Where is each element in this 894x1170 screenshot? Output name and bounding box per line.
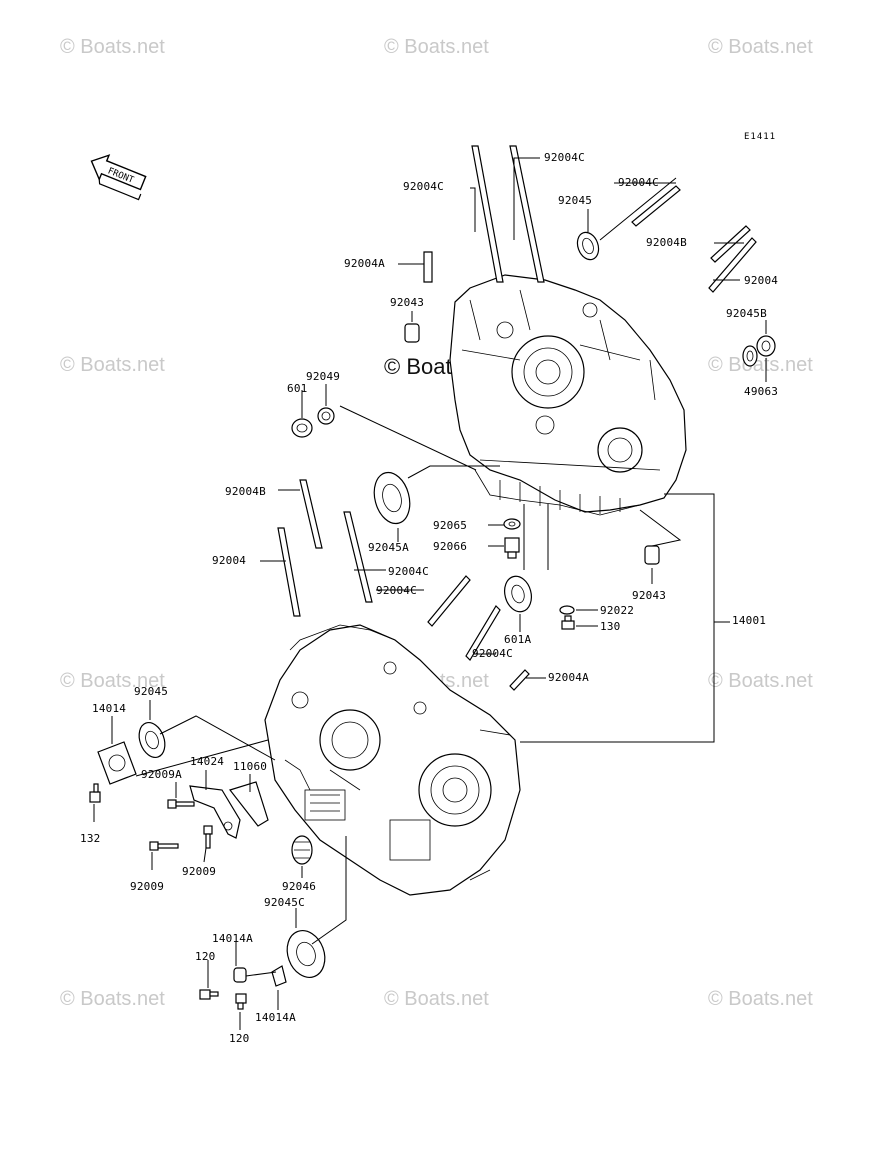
label-92004B: 92004B <box>225 485 266 498</box>
bolt-132 <box>89 783 101 803</box>
lower-crankcase-half <box>264 624 521 896</box>
watermark: © Boats.net <box>60 670 165 692</box>
bearing-92045-low <box>138 721 166 759</box>
washer-92065 <box>503 518 521 530</box>
label-92022: 92022 <box>600 604 635 617</box>
label-14024: 14024 <box>190 755 225 768</box>
dowel-92043-low <box>644 545 660 565</box>
label-11060: 11060 <box>233 760 268 773</box>
label-92046: 92046 <box>282 880 317 893</box>
label-92009: 92009 <box>182 865 217 878</box>
bearing-92045C <box>286 930 326 978</box>
label-92045C: 92045C <box>264 896 305 909</box>
label-92045A: 92045A <box>368 541 409 554</box>
plug-14014A-1 <box>233 967 247 983</box>
label-92004C: 92004C <box>376 584 417 597</box>
bearing-92045B <box>742 345 758 367</box>
watermark: © Boats.net <box>708 354 813 376</box>
bearing-92045A <box>373 471 411 525</box>
watermark: © Boats.net <box>60 36 165 58</box>
watermark: © Boats.net <box>708 988 813 1010</box>
plug-92066 <box>504 537 520 559</box>
diagram-code: E1411 <box>744 132 777 142</box>
leader-lines <box>93 157 767 1030</box>
watermark: © Boats.net <box>708 36 813 58</box>
bracket-14024 <box>189 785 241 839</box>
label-92004C: 92004C <box>618 176 659 189</box>
bolt-92009-b <box>203 825 213 849</box>
label-92004C: 92004C <box>403 180 444 193</box>
label-14014A: 14014A <box>255 1011 296 1024</box>
watermark: © Boats.net <box>708 670 813 692</box>
label-601A: 601A <box>504 633 532 646</box>
upper-crankcase-half <box>449 274 687 516</box>
bolt-120-2 <box>235 993 247 1010</box>
watermark: © Boats.net <box>60 988 165 1010</box>
seal-49063 <box>756 335 776 357</box>
label-92004: 92004 <box>212 554 247 567</box>
label-92049: 92049 <box>306 370 341 383</box>
label-130: 130 <box>600 620 621 633</box>
ring-92049 <box>317 407 335 425</box>
label-14014: 14014 <box>92 702 127 715</box>
label-120: 120 <box>195 950 216 963</box>
label-92066: 92066 <box>433 540 468 553</box>
label-132: 132 <box>80 832 101 845</box>
bolt-130 <box>561 615 575 630</box>
label-49063: 49063 <box>744 385 779 398</box>
bearing-92046 <box>291 835 313 865</box>
bolt-92009-a <box>149 841 179 851</box>
label-92045: 92045 <box>134 685 169 698</box>
label-92065: 92065 <box>433 519 468 532</box>
label-92009: 92009 <box>130 880 165 893</box>
watermark: © Boats.net <box>384 36 489 58</box>
label-92004A: 92004A <box>548 671 589 684</box>
plug-14014A-2 <box>271 965 287 987</box>
studs-lower <box>277 479 530 691</box>
label-601: 601 <box>287 382 308 395</box>
label-92004C: 92004C <box>544 151 585 164</box>
label-92043: 92043 <box>632 589 667 602</box>
label-92009A: 92009A <box>141 768 182 781</box>
label-92043: 92043 <box>390 296 425 309</box>
washer-92022 <box>559 605 575 615</box>
label-120: 120 <box>229 1032 250 1045</box>
bearing-92045-top <box>576 231 600 261</box>
watermark: © Boats.net <box>60 354 165 376</box>
dowel-92043-top <box>404 323 420 343</box>
breather-11060 <box>228 781 269 827</box>
bolt-120-1 <box>199 989 219 1000</box>
label-92045B: 92045B <box>726 307 767 320</box>
front-arrow-icon: FRONT <box>90 154 147 201</box>
label-92004: 92004 <box>744 274 779 287</box>
watermark: © Boats.net <box>384 988 489 1010</box>
bearing-601A <box>504 575 532 613</box>
label-92045: 92045 <box>558 194 593 207</box>
bolt-92009A <box>167 799 195 809</box>
label-92004B: 92004B <box>646 236 687 249</box>
label-92004A: 92004A <box>344 257 385 270</box>
label-14001: 14001 <box>732 614 767 627</box>
label-92004C: 92004C <box>472 647 513 660</box>
plate-14014 <box>97 741 137 785</box>
label-14014A: 14014A <box>212 932 253 945</box>
label-92004C: 92004C <box>388 565 429 578</box>
studs-upper <box>423 145 757 293</box>
bearing-601 <box>291 418 313 438</box>
